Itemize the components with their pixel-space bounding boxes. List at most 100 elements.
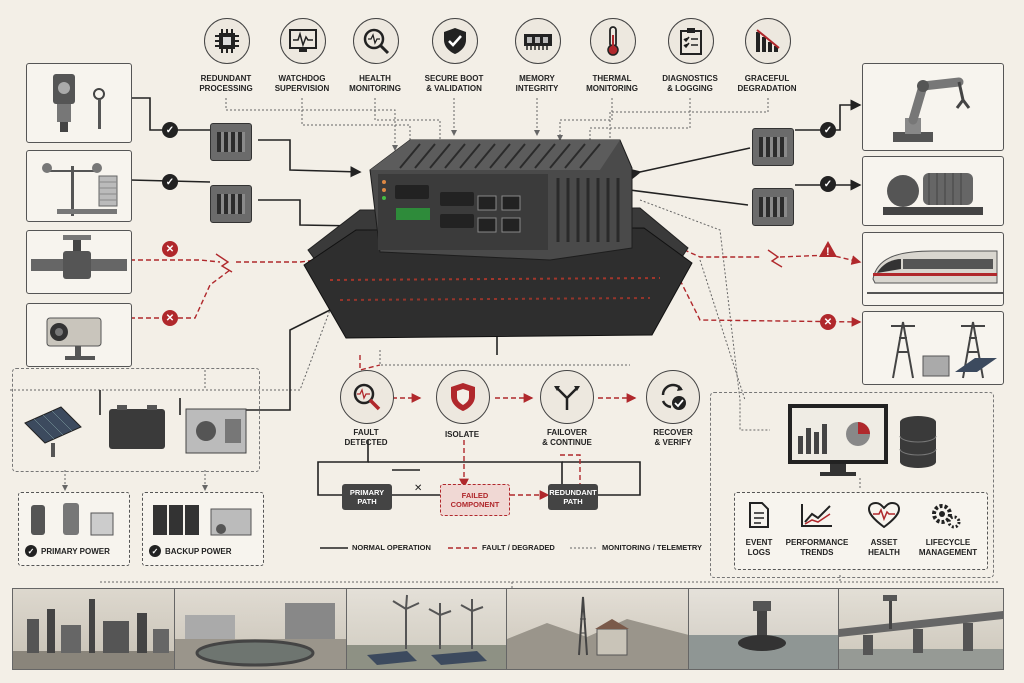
- backup-power-label: BACKUP POWER: [165, 547, 232, 556]
- svg-text:!: !: [826, 246, 830, 258]
- pipe-valve-icon: [31, 235, 127, 279]
- document-icon: [749, 502, 769, 528]
- capability-label: THERMAL MONITORING: [586, 74, 638, 93]
- capability-watchdog-supervision: [280, 18, 326, 64]
- capability-label: DIAGNOSTICS & LOGGING: [662, 74, 718, 93]
- refinery-scene: [12, 588, 176, 670]
- robot-arm-icon: [893, 77, 971, 142]
- redundant-path-box: REDUNDANT PATH: [548, 484, 598, 510]
- analytics-label: EVENT LOGS: [745, 538, 773, 557]
- status-ok-icon: ✓: [820, 176, 836, 192]
- primary-path-box: PRIMARY PATH: [342, 484, 392, 510]
- heart-pulse-icon: [868, 502, 900, 528]
- status-fault-icon: ✕: [162, 310, 178, 326]
- failed-component-box: FAILED COMPONENT: [440, 484, 510, 516]
- weather-station-card: [26, 150, 132, 222]
- analytics-label: LIFECYCLE MANAGEMENT: [918, 538, 978, 557]
- io-module: [752, 128, 794, 166]
- primary-power-card: ✓ PRIMARY POWER: [18, 492, 130, 566]
- pump-motor-icon: [883, 173, 983, 215]
- fault-detected-step: [340, 370, 394, 424]
- legend-normal: NORMAL OPERATION: [352, 543, 431, 552]
- analytics-label: PERFORMANCE TRENDS: [785, 538, 849, 557]
- processor-icon: [215, 29, 239, 53]
- trend-chart-icon: [801, 504, 832, 527]
- legend-monitoring: MONITORING / TELEMETRY: [602, 543, 703, 552]
- capability-label: HEALTH MONITORING: [349, 74, 401, 93]
- capability-label: REDUNDANT PROCESSING: [199, 74, 253, 93]
- backup-power-card: ✓ BACKUP POWER: [142, 492, 264, 566]
- pressure-sensor-icon: [53, 74, 105, 132]
- isolate-step: [436, 370, 490, 424]
- power-sources-panel: [12, 368, 260, 472]
- buoy-icon: [689, 601, 839, 669]
- capability-redundant-processing: [204, 18, 250, 64]
- gears-icon: [932, 504, 961, 529]
- status-fault-icon: ✕: [162, 241, 178, 257]
- failover-branch-icon: [554, 386, 580, 410]
- isolate-shield-icon: [451, 383, 475, 411]
- bridge-icon: [839, 595, 1003, 669]
- status-ok-icon: ✓: [162, 174, 178, 190]
- capability-health-monitoring: [353, 18, 399, 64]
- flow-step-label: FAILOVER & CONTINUE: [542, 428, 592, 447]
- failover-step: [540, 370, 594, 424]
- robot-arm-card: [862, 63, 1004, 151]
- pump-motor-card: [862, 156, 1004, 226]
- power-equipment-icon: [24, 405, 247, 457]
- weather-station-icon: [42, 163, 118, 216]
- analytics-panel: [710, 392, 994, 578]
- flow-step-label: RECOVER & VERIFY: [653, 428, 693, 447]
- train-card: [862, 232, 1004, 306]
- capability-label: WATCHDOG SUPERVISION: [274, 74, 330, 93]
- camera-sensor-card: [26, 303, 132, 367]
- io-module: [752, 188, 794, 226]
- analytics-label: ASSET HEALTH: [868, 538, 900, 557]
- shield-check-icon: [444, 28, 466, 54]
- fault-magnifier-icon: [353, 383, 381, 411]
- status-ok-icon: ✓: [149, 545, 161, 557]
- svg-text:✕: ✕: [414, 483, 422, 494]
- magnifier-pulse-icon: [363, 28, 390, 55]
- water-treatment-icon: [175, 603, 347, 669]
- embedded-controller: [303, 139, 693, 339]
- descending-bars-icon: [756, 29, 780, 52]
- capability-label: GRACEFUL DEGRADATION: [737, 74, 797, 93]
- ups-battery-icon: [153, 505, 252, 536]
- camera-icon: [46, 317, 102, 360]
- monitor-database-icon: [788, 404, 937, 476]
- bridge-scene: [838, 588, 1004, 670]
- io-module: [210, 123, 252, 161]
- status-ok-icon: ✓: [25, 545, 37, 557]
- clipboard-checklist-icon: [680, 28, 702, 55]
- pipeline-valve-card: [26, 230, 132, 294]
- flow-step-label: ISOLATE: [444, 430, 480, 439]
- status-ok-icon: ✓: [820, 122, 836, 138]
- status-warning-icon: !: [818, 240, 838, 263]
- power-grid-card: [862, 311, 1004, 385]
- capability-label: MEMORY INTEGRITY: [515, 74, 559, 93]
- primary-power-label: PRIMARY POWER: [41, 547, 110, 556]
- water-treatment-scene: [174, 588, 348, 670]
- transmission-tower-icon: [891, 321, 997, 379]
- legend-fault: FAULT / DEGRADED: [482, 543, 555, 552]
- cell-tower-icon: [507, 596, 689, 669]
- refinery-icon: [13, 599, 175, 669]
- offshore-buoy-scene: [688, 588, 840, 670]
- capability-thermal-monitoring: [590, 18, 636, 64]
- capability-secure-boot: [432, 18, 478, 64]
- recover-step: [646, 370, 700, 424]
- waveform-monitor-icon: [289, 29, 317, 52]
- train-icon: [867, 250, 1003, 294]
- battery-cells-icon: [31, 503, 114, 536]
- flow-step-label: FAULT DETECTED: [344, 428, 388, 447]
- remote-station-scene: [506, 588, 690, 670]
- capability-memory-integrity: [515, 18, 561, 64]
- capability-label: SECURE BOOT & VALIDATION: [424, 74, 484, 93]
- io-module: [210, 185, 252, 223]
- wind-turbine-icon: [347, 594, 507, 669]
- pressure-transmitter-card: [26, 63, 132, 143]
- capability-graceful-degradation: [745, 18, 791, 64]
- wind-solar-scene: [346, 588, 508, 670]
